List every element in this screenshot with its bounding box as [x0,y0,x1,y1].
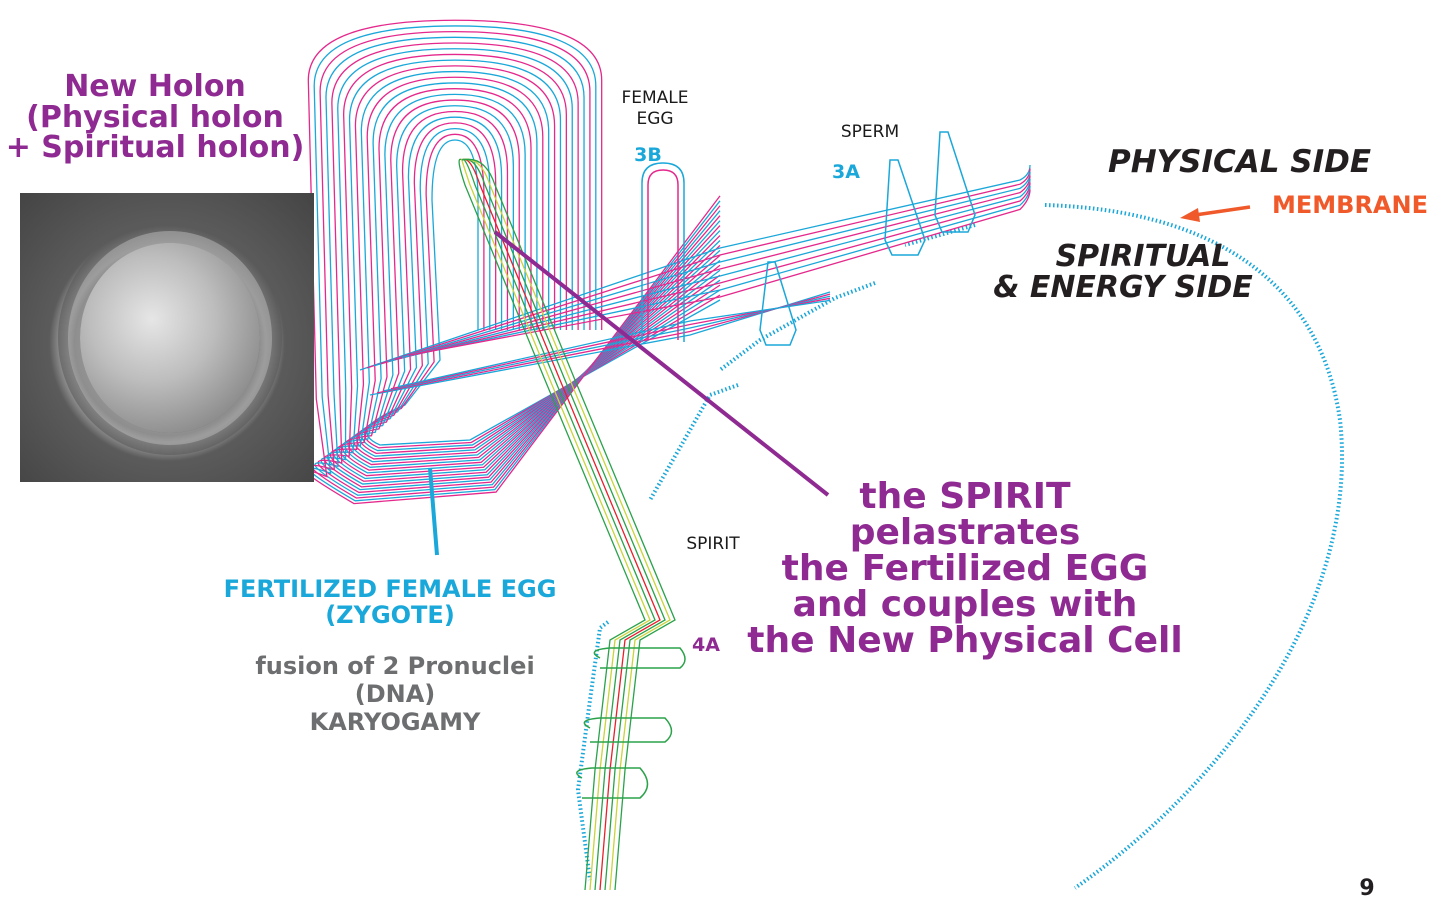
inner-membrane-egg [650,385,738,500]
spirit-line [462,159,675,890]
spirit-label: SPIRIT [678,534,748,555]
spirit-loop-3 [577,768,648,798]
zygote-line-2: (ZYGOTE) [200,603,580,629]
zygote-line-1: FERTILIZED FEMALE EGG [200,577,580,603]
egg-label: EGG [610,109,700,130]
female-egg-label: FEMALE EGG [610,88,700,131]
spirit-line [462,159,665,890]
spirit-caption-line-3: the Fertilized EGG [740,551,1190,587]
code-4a: 4A [686,636,726,655]
fusion-line-3: KARYOGAMY [230,708,560,736]
zygote-cell-image [80,243,260,433]
title-line-1: New Holon [0,72,310,103]
female-label: FEMALE [610,88,700,109]
sperm-label: SPERM [830,122,910,143]
zygote-caption: FERTILIZED FEMALE EGG (ZYGOTE) [200,577,580,629]
physical-side-label: PHYSICAL SIDE [1108,147,1368,178]
code-3a: 3A [826,163,866,182]
spirit-caption-line-1: the SPIRIT [740,479,1190,515]
fusion-line-2: (DNA) [230,680,560,708]
title-line-3: + Spiritual holon) [0,133,310,164]
spirit-caption: the SPIRIT pelastrates the Fertilized EG… [740,479,1190,659]
title-line-2: (Physical holon [0,103,310,134]
spiritual-side-label: SPIRITUAL & ENERGY SIDE [988,242,1258,303]
sperm-channel [360,165,1030,395]
zygote-photo [20,193,314,482]
inner-membrane-mid [720,283,875,370]
membrane-arrow-line [1195,207,1250,215]
code-3b: 3B [628,146,668,165]
spiritual-line-2: & ENERGY SIDE [988,273,1258,304]
spirit-caption-line-5: the New Physical Cell [740,623,1190,659]
spirit-loop-2 [584,718,671,742]
fusion-caption: fusion of 2 Pronuclei (DNA) KARYOGAMY [230,652,560,736]
fusion-line-1: fusion of 2 Pronuclei [230,652,560,680]
spirit-caption-line-4: and couples with [740,587,1190,623]
membrane-arrow-head [1180,208,1200,222]
spirit-caption-line-2: pelastrates [740,515,1190,551]
sperm-line [374,172,1030,366]
spirit-line [459,159,645,890]
spirit-line [462,159,655,890]
spiritual-line-1: SPIRITUAL [988,242,1258,273]
egg-loop-line [356,117,720,456]
membrane-label: MEMBRANE [1260,193,1440,217]
new-holon-title: New Holon (Physical holon + Spiritual ho… [0,72,310,164]
